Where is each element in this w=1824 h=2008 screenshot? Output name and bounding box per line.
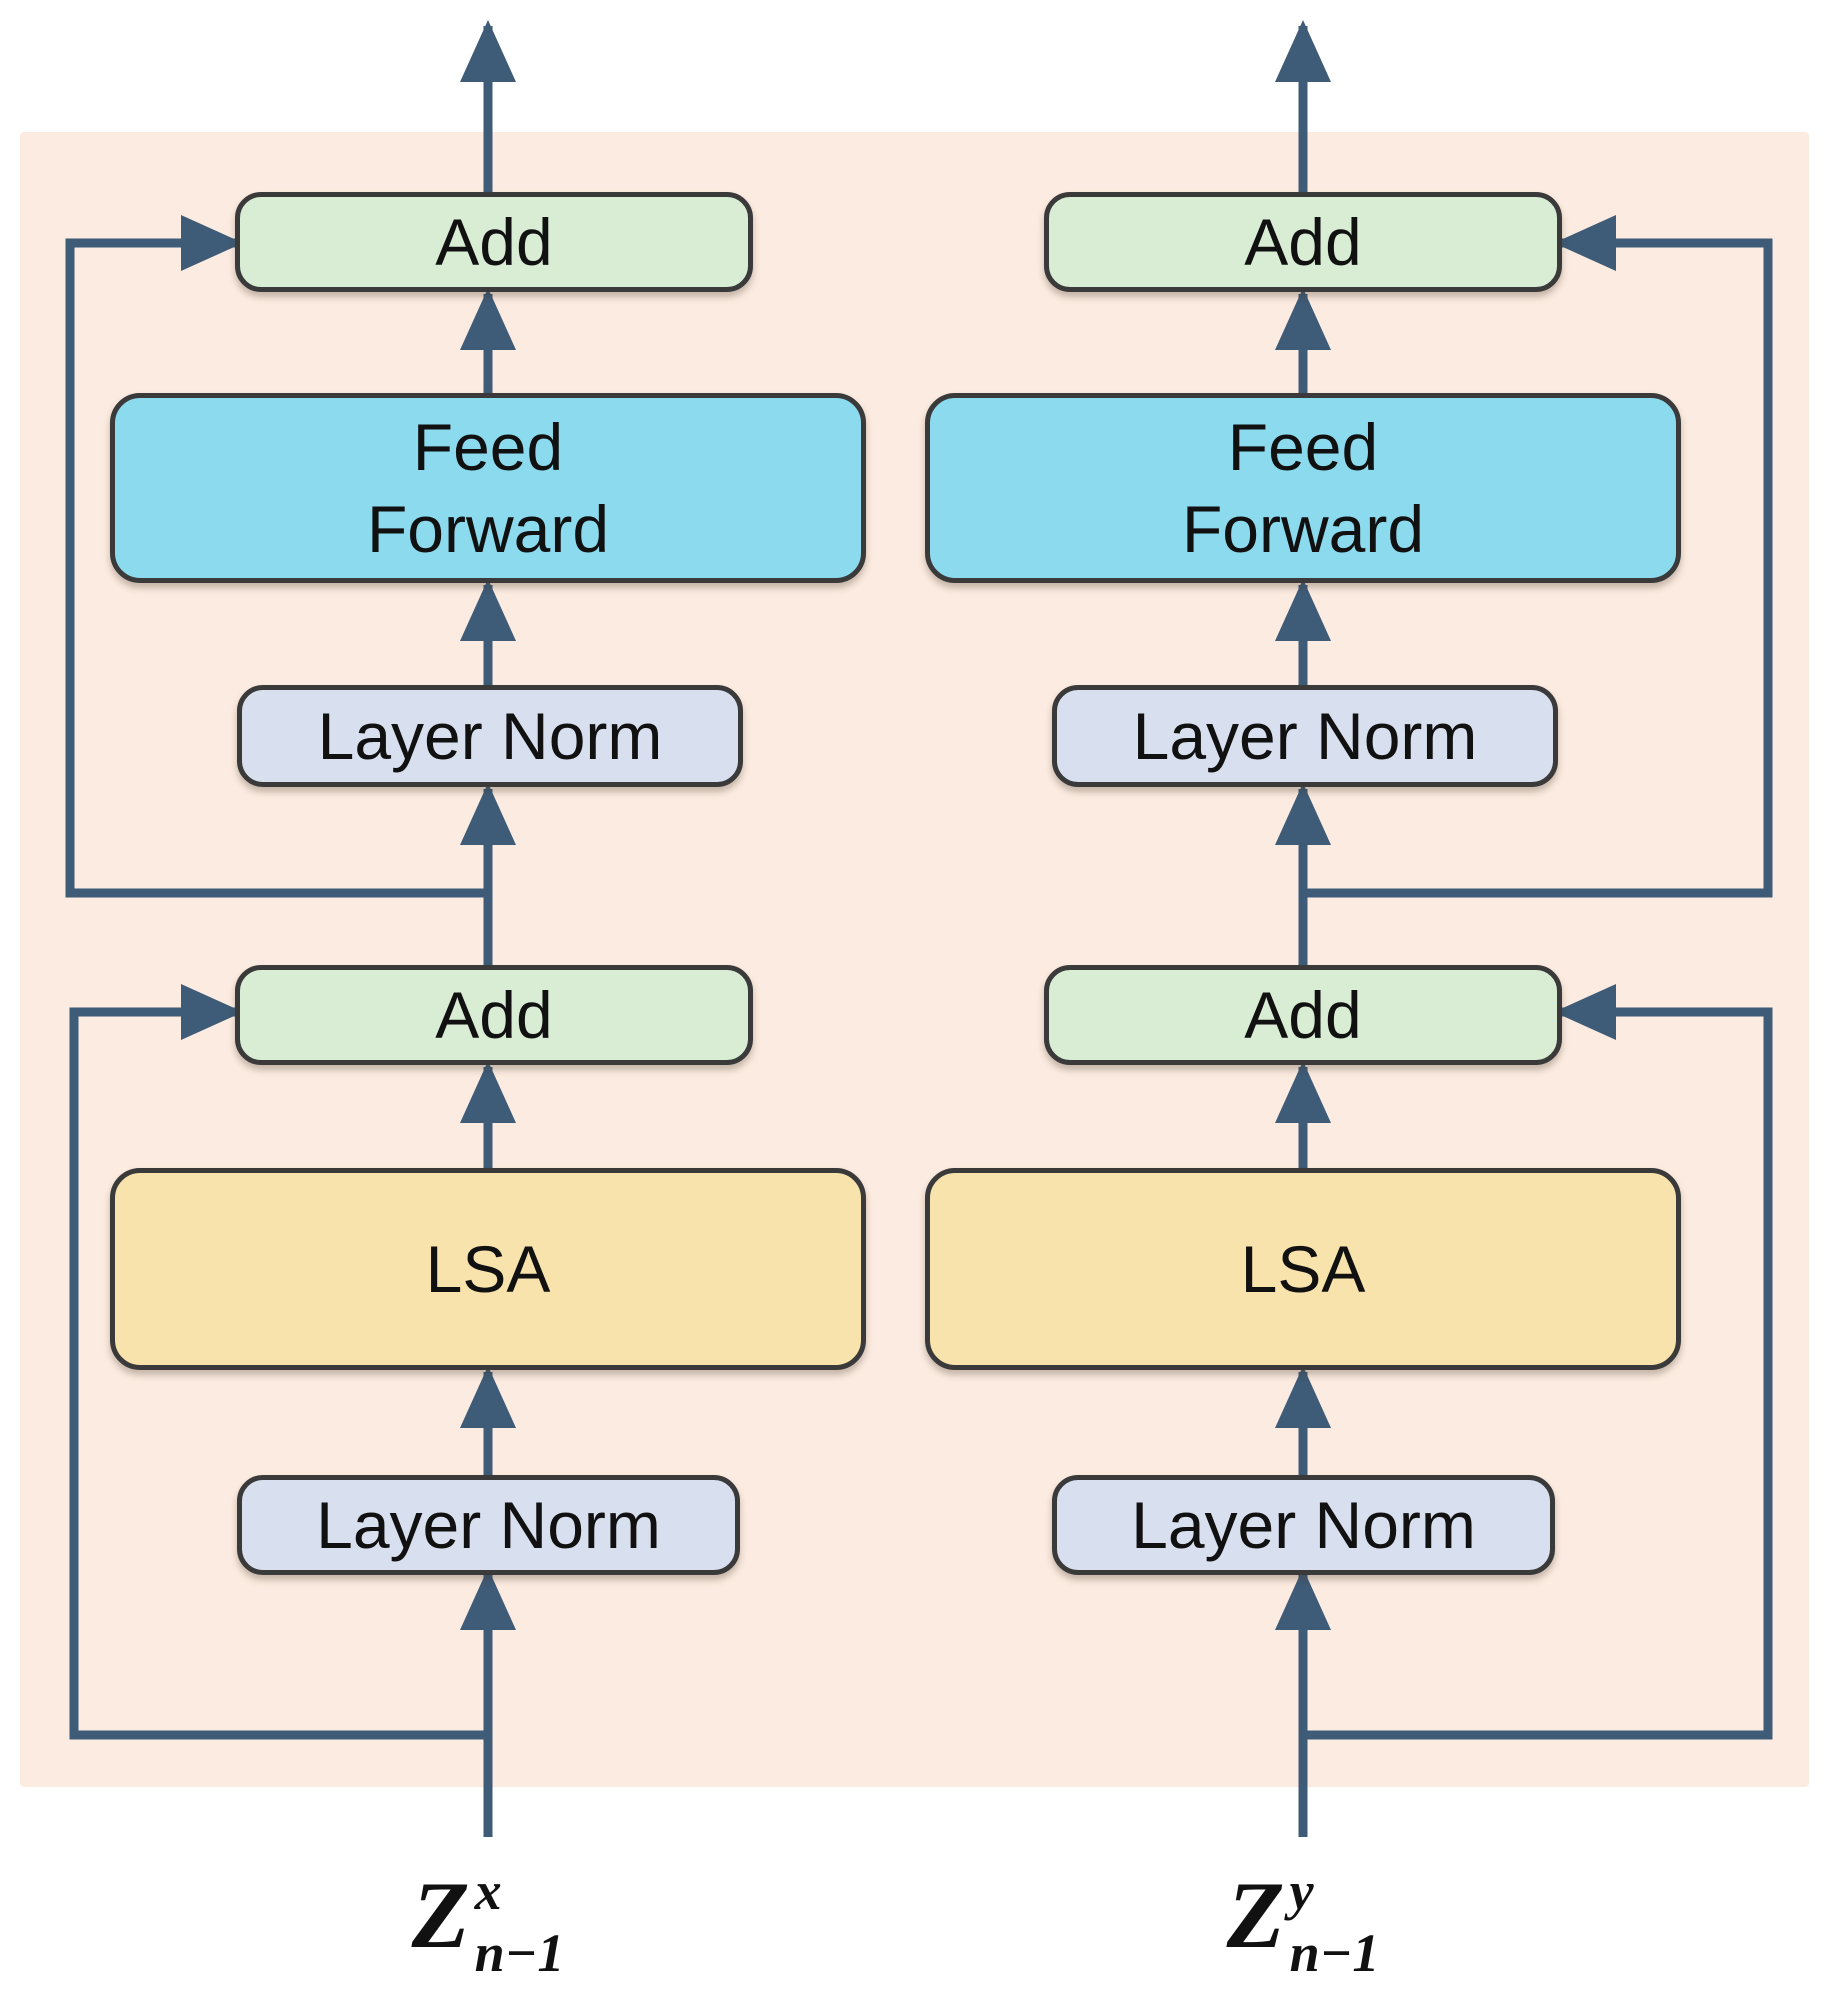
skip-x-top xyxy=(65,215,488,898)
block-x-add-bottom: Add xyxy=(235,965,753,1065)
input-label-x-subscript: n−1 xyxy=(474,1923,565,1983)
input-label-x-superscript: x xyxy=(474,1861,502,1921)
block-y-layer-norm-bottom: Layer Norm xyxy=(1052,1475,1555,1575)
block-y-layer-norm-top: Layer Norm xyxy=(1052,685,1558,787)
input-label-y-superscript: y xyxy=(1289,1861,1314,1921)
input-label-x-base: Z xyxy=(411,1862,470,1968)
block-y-lsa: LSA xyxy=(925,1168,1681,1370)
skip-x-bottom xyxy=(69,984,488,1740)
block-x-layer-norm-bottom: Layer Norm xyxy=(237,1475,740,1575)
block-y-add-top: Add xyxy=(1044,192,1562,292)
block-x-add-top: Add xyxy=(235,192,753,292)
skip-y-top xyxy=(1303,215,1773,898)
input-label-x-scripts: x n−1 xyxy=(475,1864,565,1980)
input-label-y-scripts: y n−1 xyxy=(1290,1864,1380,1980)
input-label-y-subscript: n−1 xyxy=(1289,1923,1380,1983)
input-label-x: Z x n−1 xyxy=(338,1862,638,1998)
input-label-y: Z y n−1 xyxy=(1153,1862,1453,1998)
block-x-lsa: LSA xyxy=(110,1168,866,1370)
skip-y-bottom xyxy=(1303,984,1773,1740)
block-y-add-bottom: Add xyxy=(1044,965,1562,1065)
block-x-layer-norm-top: Layer Norm xyxy=(237,685,743,787)
block-y-feed-forward: Feed Forward xyxy=(925,393,1681,583)
block-x-feed-forward: Feed Forward xyxy=(110,393,866,583)
input-label-y-base: Z xyxy=(1226,1862,1285,1968)
